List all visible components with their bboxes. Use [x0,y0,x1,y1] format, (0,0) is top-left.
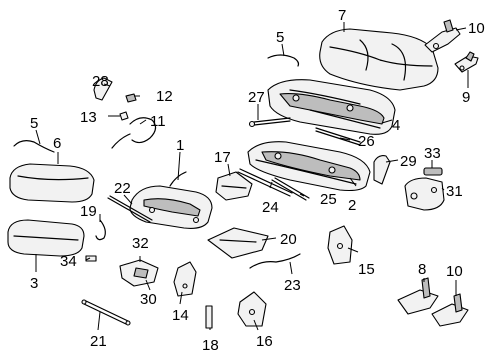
callout-30: 30 [140,291,157,308]
rod-21 [81,299,131,326]
support-rod [248,117,291,128]
callout-11: 11 [150,113,166,130]
callout-10-top: 10 [468,20,485,37]
bracket-14 [173,261,197,297]
callout-29: 29 [400,153,417,170]
callout-18: 18 [202,337,219,354]
callout-23: 23 [284,277,301,294]
callout-labels: 7 10 9 5 4 27 26 2 29 33 31 25 24 17 1 2… [30,7,485,354]
leader-lines [35,22,469,331]
cross-bar [315,127,361,146]
callout-32: 32 [132,235,149,252]
callout-4: 4 [392,117,400,134]
link-rod [271,177,310,201]
seat-rod [107,195,153,223]
callout-3: 3 [30,275,38,292]
callout-33: 33 [424,145,441,162]
callout-12: 12 [156,88,173,105]
callout-19: 19 [80,203,97,220]
callout-26: 26 [358,133,375,150]
hinge-bracket-upper [424,19,461,53]
callout-5-left: 5 [30,115,38,132]
damper-18 [205,305,213,329]
bracket-16 [237,291,267,327]
callout-14: 14 [172,307,189,324]
bracket-30 [119,259,159,287]
lateral-bar [237,168,293,197]
callout-6: 6 [53,135,61,152]
cushion-frame-left [129,171,213,229]
cable-23 [249,253,301,269]
callout-22: 22 [114,180,131,197]
seat-cushion-frame [247,141,371,192]
callout-13: 13 [80,109,97,126]
seat-back-frame [267,79,396,135]
callout-20: 20 [280,231,297,248]
callout-24: 24 [262,199,279,216]
callout-21: 21 [90,333,107,350]
callout-2: 2 [348,197,356,214]
callout-8: 8 [418,261,426,278]
clip-33 [423,167,443,176]
callout-17: 17 [214,149,231,166]
hook-28 [93,77,113,101]
seat-cushion-pad [7,219,85,257]
callout-5-top: 5 [276,29,284,46]
side-bracket [373,155,391,185]
wire-harness-upper [267,54,300,67]
callout-25: 25 [320,191,337,208]
hinge-bracket-bottom [397,277,469,327]
seat-cushion [9,163,95,203]
cushion-bracket [215,171,253,201]
seat-back-cushion [319,28,439,91]
cover-panel [207,227,269,259]
clip-12 [125,93,137,103]
callout-15: 15 [358,261,375,278]
hook-19 [95,219,106,241]
callout-16: 16 [256,333,273,350]
callout-10-bottom: 10 [446,263,463,280]
callout-1: 1 [176,137,184,154]
wire-harness-11 [111,111,157,149]
callout-27: 27 [248,89,265,106]
callout-7: 7 [338,7,346,24]
callout-28: 28 [92,73,109,90]
callout-9: 9 [462,89,470,106]
bolt-34 [85,255,97,262]
bracket-15 [327,225,353,265]
hinge-lower [454,51,479,73]
callout-34: 34 [60,253,77,270]
latch-assembly [404,177,445,211]
wire-harness-left [13,140,55,153]
callout-31: 31 [446,183,463,200]
